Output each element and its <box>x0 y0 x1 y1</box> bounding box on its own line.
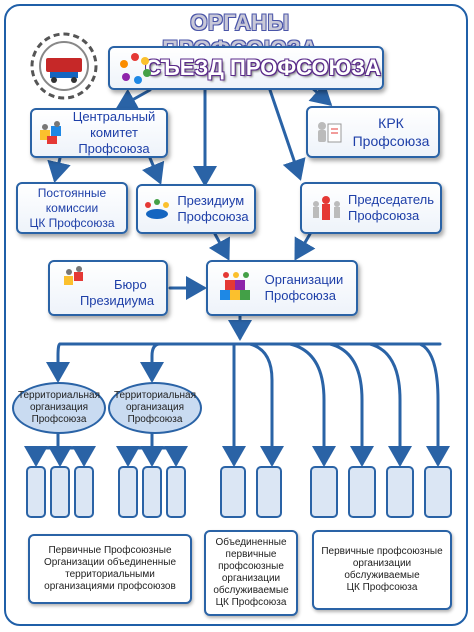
note-mid-line-3: профсоюзные <box>218 561 284 572</box>
presidium-line-2: Профсоюза <box>177 209 249 224</box>
organizations-box: Организации Профсоюза <box>206 260 358 316</box>
arrow-congress-chairman <box>268 88 306 181</box>
chairman-box: Председатель Профсоюза <box>300 182 442 234</box>
note-united-primary: Объединенные первичные профсоюзные орган… <box>204 530 298 616</box>
commissions-line-2: комиссии <box>45 200 99 215</box>
meeting-icon <box>142 196 172 224</box>
primary-org-box <box>220 466 246 518</box>
terr2-line-1: Территориальная <box>113 390 197 401</box>
commissions-line-1: Постоянные <box>37 185 107 200</box>
note-territorial-primary: Первичные Профсоюзные Организации объеди… <box>28 534 192 604</box>
bureau-line-2: Президиума <box>79 293 155 308</box>
cc-line-3: Профсоюза <box>78 141 150 156</box>
inspector-icon <box>314 118 344 148</box>
chairman-line-1: Председатель <box>347 192 435 207</box>
primary-org-box <box>348 466 376 518</box>
krk-box: КРК Профсоюза <box>306 106 440 158</box>
arrow-cc-presidium <box>142 156 165 185</box>
note-left-line-1: Первичные Профсоюзные <box>48 545 172 556</box>
primary-org-box <box>74 466 94 518</box>
cc-line-1: Центральный <box>72 109 156 124</box>
primary-org-box <box>310 466 338 518</box>
note-mid-line-6: ЦК Профсоюза <box>215 597 287 608</box>
primary-org-box <box>166 466 186 518</box>
arrow-congress-cc <box>115 88 152 110</box>
arrow-chairman-org <box>294 232 316 261</box>
cc-line-2: комитет <box>90 125 138 140</box>
terr1-line-3: Профсоюза <box>31 414 87 425</box>
leader-icon <box>308 192 346 226</box>
note-mid-line-2: первичные <box>225 549 277 560</box>
note-mid-line-4: организации <box>221 573 281 584</box>
note-left-line-2: Организации объединенные <box>43 557 177 568</box>
terr2-line-3: Профсоюза <box>127 414 183 425</box>
puzzle-pieces-icon <box>216 270 256 308</box>
people-circle-icon <box>118 51 152 85</box>
standing-commissions-box: Постоянные комиссии ЦК Профсоюза <box>16 182 128 234</box>
primary-org-box <box>26 466 46 518</box>
note-right-line-2: организации обслуживаемые <box>344 558 420 581</box>
primary-org-box <box>118 466 138 518</box>
puzzle-people-icon <box>62 266 88 290</box>
primary-org-box <box>256 466 282 518</box>
bureau-line-1: Бюро <box>113 277 147 292</box>
note-left-line-4: организациями профсоюзов <box>44 581 176 592</box>
note-right-line-3: ЦК Профсоюза <box>346 582 418 593</box>
chairman-line-2: Профсоюза <box>347 208 420 223</box>
bureau-box: Бюро Президиума <box>48 260 168 316</box>
puzzle-people-icon <box>37 120 65 148</box>
gear-logo-icon <box>26 28 102 104</box>
presidium-line-1: Президиум <box>177 193 245 208</box>
commissions-line-3: ЦК Профсоюза <box>29 215 115 230</box>
krk-line-1: КРК <box>378 115 404 131</box>
terr1-line-1: Территориальная <box>17 390 101 401</box>
note-cc-primary: Первичные профсоюзные организации обслуж… <box>312 530 452 610</box>
note-mid-line-5: обслуживаемые <box>213 585 289 596</box>
note-right-line-1: Первичные профсоюзные <box>321 546 443 557</box>
note-left-line-3: территориальными <box>65 569 155 580</box>
arrow-cc-commissions <box>47 156 71 183</box>
congress-box: СЪЕЗД ПРОФСОЮЗА <box>108 46 384 90</box>
presidium-box: Президиум Профсоюза <box>136 184 256 234</box>
terr1-line-2: организация <box>29 402 89 413</box>
org-line-1: Организации <box>264 272 344 287</box>
central-committee-box: Центральный комитет Профсоюза <box>30 108 168 158</box>
primary-org-box <box>50 466 70 518</box>
krk-line-2: Профсоюза <box>352 133 430 149</box>
primary-org-box <box>386 466 414 518</box>
arrow-presidium-org <box>208 232 230 261</box>
primary-org-box <box>424 466 452 518</box>
territorial-org-1: Территориальная организация Профсоюза <box>12 382 106 434</box>
org-line-2: Профсоюза <box>264 288 336 303</box>
territorial-org-2: Территориальная организация Профсоюза <box>108 382 202 434</box>
terr2-line-2: организация <box>125 402 185 413</box>
congress-label: СЪЕЗД ПРОФСОЮЗА <box>145 55 381 80</box>
note-mid-line-1: Объединенные <box>215 537 287 548</box>
primary-org-box <box>142 466 162 518</box>
